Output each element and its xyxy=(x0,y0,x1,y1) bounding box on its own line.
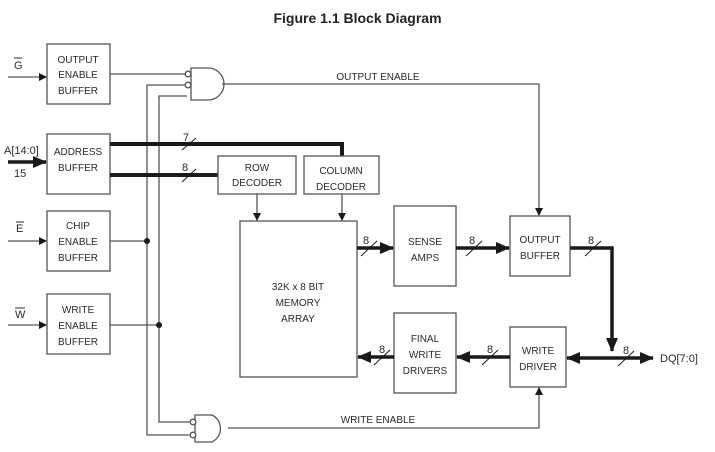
svg-text:8: 8 xyxy=(379,344,385,356)
svg-text:SENSE: SENSE xyxy=(408,237,442,248)
svg-text:WRITE: WRITE xyxy=(62,305,95,316)
svg-text:BUFFER: BUFFER xyxy=(58,86,98,97)
svg-text:32K x 8 BIT: 32K x 8 BIT xyxy=(272,282,324,293)
bus-fwd-to-array: 8 xyxy=(357,344,394,366)
memory-array: 32K x 8 BIT MEMORY ARRAY xyxy=(239,220,358,378)
svg-text:OUTPUT: OUTPUT xyxy=(57,55,98,66)
input-w: W xyxy=(8,307,47,329)
address-bus-column: 7 xyxy=(110,132,344,156)
junction-dot xyxy=(156,322,162,328)
signal-w-label: W xyxy=(15,309,26,321)
svg-text:7: 7 xyxy=(183,132,189,144)
svg-text:ARRAY: ARRAY xyxy=(281,314,315,325)
svg-text:WRITE: WRITE xyxy=(522,346,555,357)
svg-text:ENABLE: ENABLE xyxy=(58,70,98,81)
input-address: A[14:0] 15 xyxy=(4,145,47,180)
output-enable-buffer: OUTPUT ENABLE BUFFER xyxy=(46,43,111,105)
svg-text:WRITE: WRITE xyxy=(409,350,442,361)
column-decoder: COLUMN DECODER xyxy=(303,155,380,221)
svg-text:8: 8 xyxy=(487,344,493,356)
svg-text:MEMORY: MEMORY xyxy=(276,298,321,309)
svg-text:FINAL: FINAL xyxy=(411,334,440,345)
dq-label: DQ[7:0] xyxy=(660,353,698,365)
svg-text:BUFFER: BUFFER xyxy=(58,253,98,264)
signal-a-label: A[14:0] xyxy=(4,145,39,157)
row-decoder: ROW DECODER xyxy=(217,155,297,221)
chip-enable-buffer: CHIP ENABLE BUFFER xyxy=(46,210,111,272)
bus-sense-to-output: 8 xyxy=(456,235,510,257)
address-bus-row: 8 xyxy=(110,162,218,183)
control-wiring xyxy=(110,73,191,436)
svg-text:8: 8 xyxy=(623,345,629,357)
address-buffer: ADDRESS BUFFER xyxy=(46,133,111,195)
address-width-label: 15 xyxy=(14,168,26,180)
final-write-drivers: FINAL WRITE DRIVERS xyxy=(393,312,457,394)
svg-text:ROW: ROW xyxy=(245,163,270,174)
signal-e-label: E xyxy=(16,223,23,235)
output-enable-gate: OUTPUT ENABLE xyxy=(184,67,543,216)
dq-bus: 8 DQ[7:0] xyxy=(566,345,698,367)
junction-dot xyxy=(144,238,150,244)
svg-text:DECODER: DECODER xyxy=(232,178,282,189)
svg-text:ENABLE: ENABLE xyxy=(58,321,98,332)
write-enable-gate: WRITE ENABLE xyxy=(189,387,543,443)
svg-text:DRIVERS: DRIVERS xyxy=(403,366,448,377)
svg-text:AMPS: AMPS xyxy=(411,253,440,264)
svg-text:BUFFER: BUFFER xyxy=(58,337,98,348)
svg-text:8: 8 xyxy=(588,235,594,247)
svg-text:CHIP: CHIP xyxy=(66,221,90,232)
sense-amps: SENSE AMPS xyxy=(393,205,457,287)
output-enable-label: OUTPUT ENABLE xyxy=(336,72,419,83)
write-driver: WRITE DRIVER xyxy=(509,326,567,388)
input-g: G xyxy=(8,57,47,81)
bus-array-to-sense: 8 xyxy=(357,235,394,257)
svg-text:BUFFER: BUFFER xyxy=(520,251,560,262)
write-enable-label: WRITE ENABLE xyxy=(341,415,416,426)
write-enable-buffer: WRITE ENABLE BUFFER xyxy=(46,293,111,355)
svg-text:8: 8 xyxy=(182,162,188,174)
bus-wd-to-fwd: 8 xyxy=(456,344,510,366)
svg-text:DRIVER: DRIVER xyxy=(519,362,557,373)
svg-text:ADDRESS: ADDRESS xyxy=(54,147,103,158)
svg-text:BUFFER: BUFFER xyxy=(58,163,98,174)
bus-output-to-dq: 8 xyxy=(570,235,618,352)
svg-text:8: 8 xyxy=(363,235,369,247)
svg-text:ENABLE: ENABLE xyxy=(58,237,98,248)
svg-text:8: 8 xyxy=(469,235,475,247)
signal-g-label: G xyxy=(14,60,23,72)
input-e: E xyxy=(8,221,47,245)
svg-text:COLUMN: COLUMN xyxy=(319,166,362,177)
output-buffer: OUTPUT BUFFER xyxy=(509,215,571,277)
svg-text:OUTPUT: OUTPUT xyxy=(519,235,560,246)
figure-title: Figure 1.1 Block Diagram xyxy=(273,10,442,26)
svg-text:DECODER: DECODER xyxy=(316,182,366,193)
